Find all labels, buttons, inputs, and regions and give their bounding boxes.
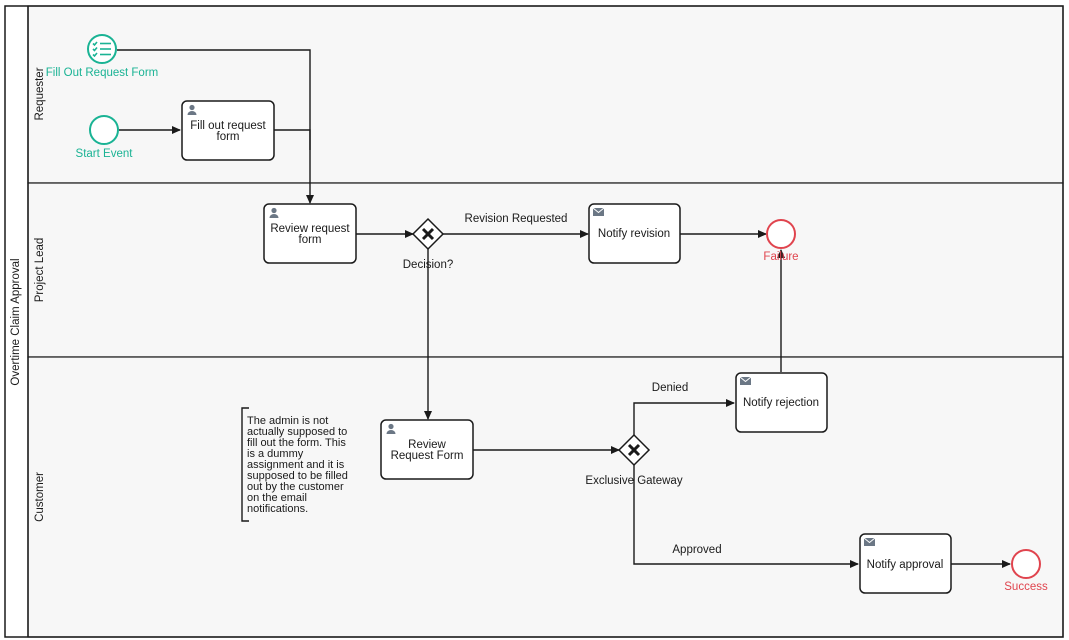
text-annotation[interactable]: The admin is not actually supposed to fi… <box>241 407 348 522</box>
user-icon <box>269 207 279 218</box>
user-icon <box>187 104 197 115</box>
start-event-label: Start Event <box>76 148 134 160</box>
task-notify-rejection[interactable]: Notify rejection <box>735 372 828 433</box>
task-review-request-form-customer[interactable]: Review Request Form <box>380 419 474 480</box>
annotation-line: on the email <box>247 492 307 504</box>
annotation-line: is a dummy <box>247 448 304 460</box>
task-label-line: Notify approval <box>867 559 944 571</box>
envelope-icon <box>592 207 605 216</box>
task-label-line: form <box>299 234 322 246</box>
annotation-line: fill out the form. This <box>247 437 346 449</box>
start-event-form-label: Fill Out Request Form <box>46 67 158 79</box>
task-fill-out-request-form[interactable]: Fill out request form <box>181 100 275 161</box>
task-label-line: Review <box>408 439 446 451</box>
task-review-request-form[interactable]: Review request form <box>263 203 357 264</box>
lane-project-lead[interactable] <box>27 182 1064 358</box>
flow-fill-to-review[interactable] <box>274 129 311 150</box>
annotation-line: notifications. <box>247 503 308 515</box>
lane-label-customer: Customer <box>34 472 46 522</box>
flow-label-denied: Denied <box>652 382 688 394</box>
end-event-failure-label: Failure <box>763 251 798 263</box>
task-label-line: Notify rejection <box>743 397 819 409</box>
task-label-line: Request Form <box>391 450 464 462</box>
end-event-failure[interactable] <box>766 219 796 249</box>
lane-label-project-lead: Project Lead <box>34 238 46 303</box>
annotation-line: assignment and it is <box>247 459 345 471</box>
x-icon <box>421 227 435 241</box>
gateway-exclusive-label: Exclusive Gateway <box>585 475 682 487</box>
end-event-success-label: Success <box>1004 581 1048 593</box>
task-notify-revision[interactable]: Notify revision <box>588 203 681 264</box>
task-notify-approval[interactable]: Notify approval <box>859 533 952 594</box>
annotation-line: out by the customer <box>247 481 344 493</box>
flow-exclusive-to-notify-rejection[interactable] <box>633 399 735 435</box>
gateway-decision[interactable] <box>411 217 445 251</box>
pool[interactable] <box>4 5 1064 638</box>
annotation-line: The admin is not <box>247 415 328 427</box>
task-label-line: Review request <box>270 223 350 235</box>
annotation-line: actually supposed to <box>247 426 347 438</box>
annotation-line: supposed to be filled <box>247 470 348 482</box>
start-event[interactable] <box>89 115 119 145</box>
x-icon <box>627 443 641 457</box>
gateway-decision-label: Decision? <box>403 259 454 271</box>
gateway-exclusive[interactable] <box>617 433 651 467</box>
flow-label-revision-requested: Revision Requested <box>465 213 568 225</box>
flow-form-start-to-review[interactable] <box>117 49 314 204</box>
pool-label: Overtime Claim Approval <box>10 258 22 385</box>
user-icon <box>386 423 396 434</box>
envelope-icon <box>863 537 876 546</box>
envelope-icon <box>739 376 752 385</box>
start-event-form[interactable] <box>87 34 117 64</box>
task-label-line: form <box>217 131 240 143</box>
lane-label-requester: Requester <box>34 67 46 120</box>
task-label-line: Fill out request <box>190 120 266 132</box>
flow-label-approved: Approved <box>672 544 721 556</box>
form-list-icon <box>92 41 111 58</box>
end-event-success[interactable] <box>1011 549 1041 579</box>
lane-customer[interactable] <box>27 356 1064 638</box>
task-label-line: Notify revision <box>598 228 670 240</box>
flow-exclusive-to-notify-approval[interactable] <box>633 465 859 568</box>
